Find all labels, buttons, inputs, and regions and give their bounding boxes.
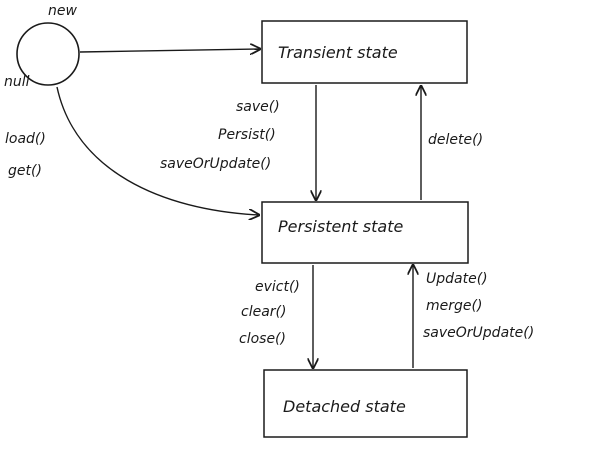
edge-label-close: close() bbox=[239, 331, 286, 347]
detached-state-label: Detached state bbox=[283, 397, 406, 416]
start-node-circle bbox=[16, 22, 80, 86]
arrow-start-to-persistent bbox=[56, 86, 259, 215]
edge-label-clear: clear() bbox=[241, 304, 287, 320]
start-node-null-label: null bbox=[4, 74, 30, 90]
edge-label-save-or-update-1: saveOrUpdate() bbox=[160, 156, 272, 172]
edge-label-get: get() bbox=[8, 163, 42, 179]
edge-label-save-or-update-2: saveOrUpdate() bbox=[423, 325, 535, 341]
edge-label-merge: merge() bbox=[426, 298, 483, 314]
persistent-state-label: Persistent state bbox=[278, 217, 404, 236]
persistent-state-box bbox=[261, 201, 469, 264]
transient-state-box bbox=[261, 20, 468, 84]
detached-state-box bbox=[263, 369, 468, 438]
edge-label-load: load() bbox=[5, 131, 46, 147]
edge-label-delete: delete() bbox=[428, 132, 484, 148]
edge-label-evict: evict() bbox=[255, 279, 300, 295]
edge-label-save: save() bbox=[236, 99, 280, 115]
start-node-new-label: new bbox=[48, 3, 77, 19]
arrow-start-to-transient bbox=[79, 49, 260, 52]
edge-label-update: Update() bbox=[426, 271, 488, 287]
edge-label-persist: Persist() bbox=[218, 127, 276, 143]
transient-state-label: Transient state bbox=[278, 43, 398, 62]
